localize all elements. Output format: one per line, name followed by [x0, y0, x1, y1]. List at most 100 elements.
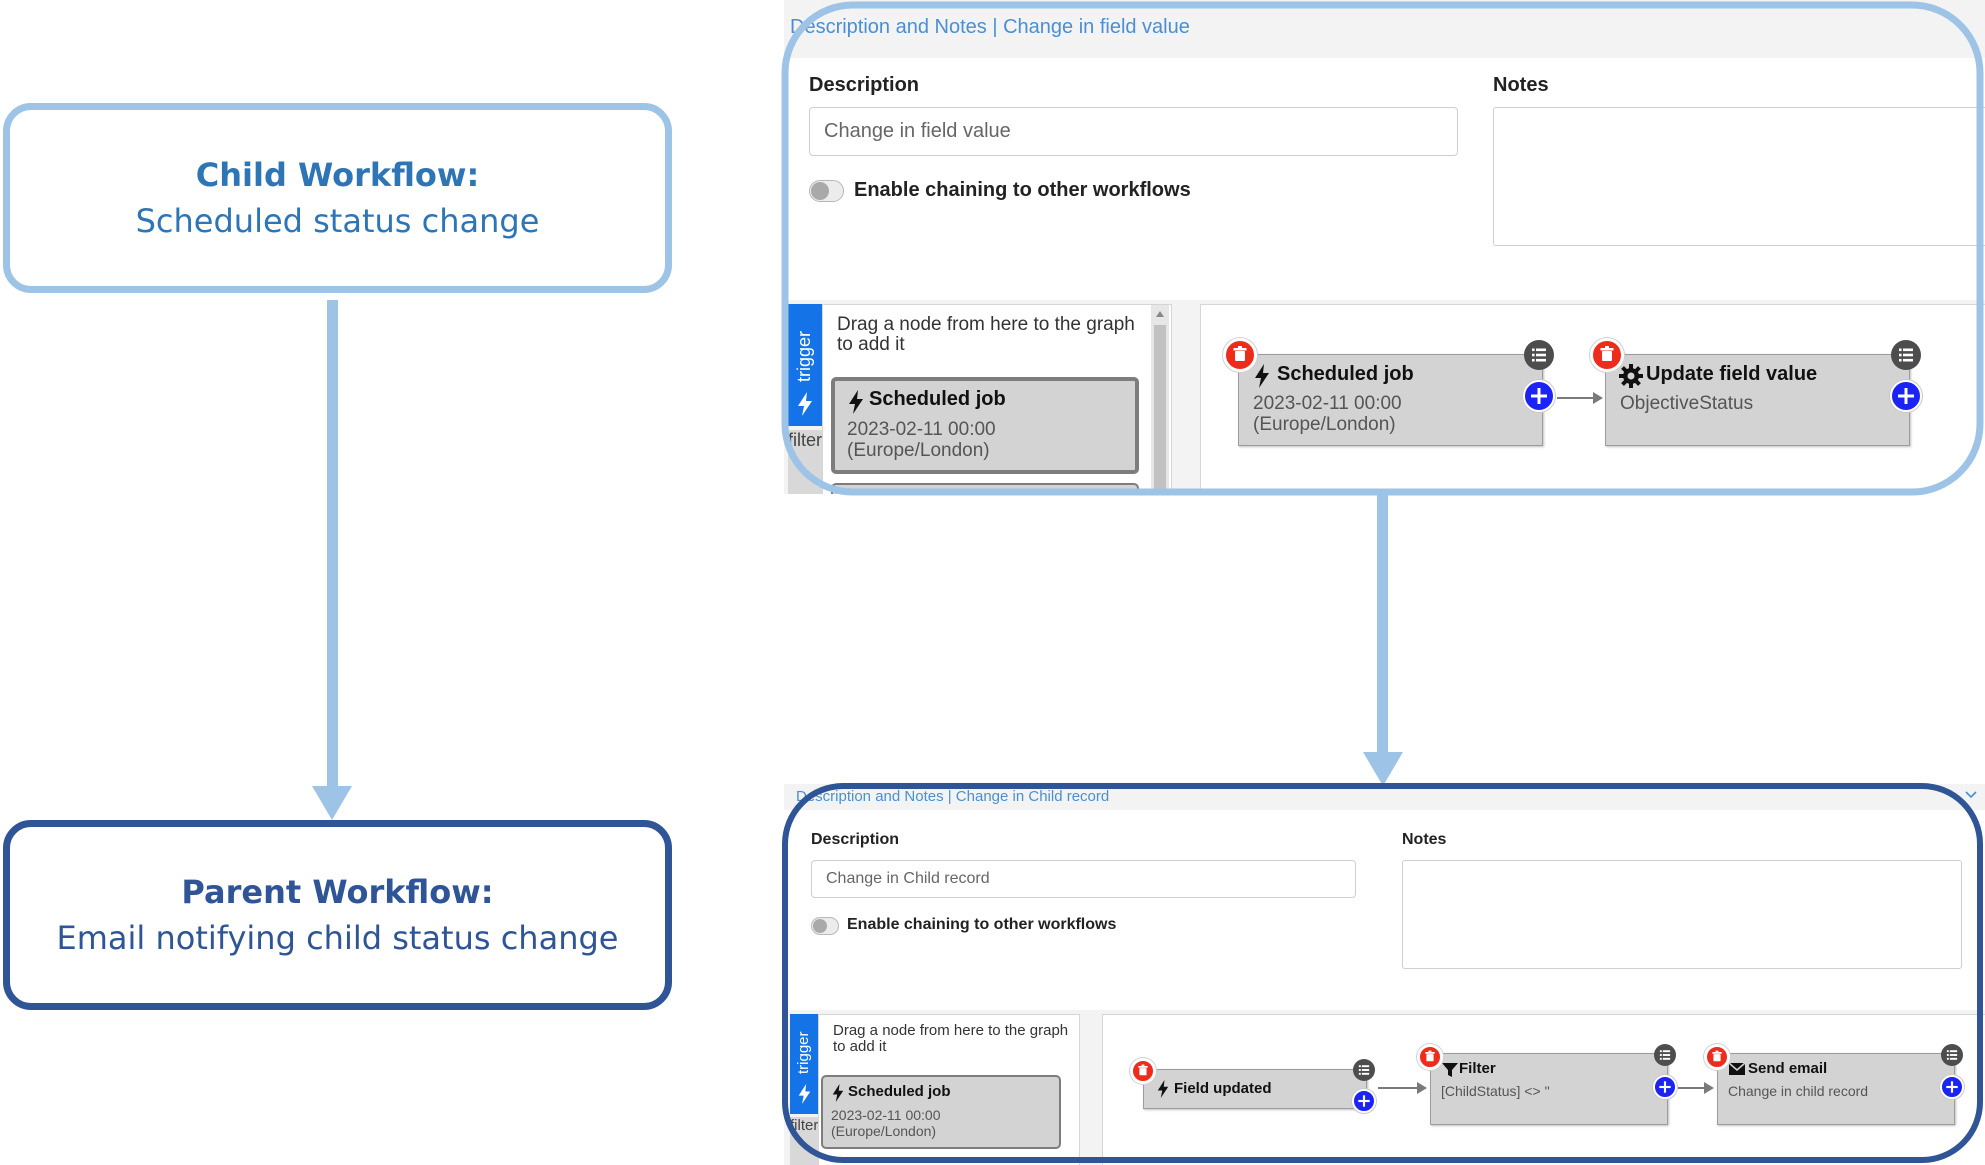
graph-node-title: Update field value [1646, 363, 1818, 385]
node-menu-button[interactable] [1524, 340, 1554, 370]
delete-node-button[interactable] [1590, 338, 1624, 372]
chevron-down-icon[interactable] [1965, 790, 1977, 800]
form-area: Description Enable chaining to other wor… [784, 810, 1985, 1010]
graph-node-scheduled-job[interactable]: Scheduled job 2023-02-11 00:00 (Europe/L… [1238, 354, 1543, 446]
plus-icon [1531, 388, 1547, 404]
add-node-button[interactable] [1352, 1089, 1376, 1113]
palette-hint: Drag a node from here to the graph to ad… [837, 314, 1135, 355]
list-icon [1532, 348, 1546, 362]
graph-node-line1: ObjectiveStatus [1620, 393, 1754, 414]
parent-workflow-screenshot: Description and Notes | Change in Child … [784, 784, 1985, 1165]
trash-icon [1233, 346, 1247, 361]
description-notes-header[interactable]: Description and Notes | Change in Child … [796, 788, 1110, 805]
plus-icon [1358, 1095, 1370, 1107]
chaining-label: Enable chaining to other workflows [854, 179, 1191, 201]
node-menu-button[interactable] [1654, 1044, 1676, 1066]
parent-workflow-subtitle: Email notifying child status change [56, 919, 619, 957]
child-workflow-screenshot: Description and Notes | Change in field … [784, 0, 1985, 494]
parent-workflow-title: Parent Workflow: [181, 873, 494, 911]
scroll-thumb[interactable] [1154, 325, 1166, 494]
bolt-icon [1253, 364, 1271, 388]
edge-arrowhead [1593, 392, 1603, 404]
node-palette: Drag a node from here to the graph to ad… [818, 1014, 1080, 1165]
description-input[interactable] [811, 860, 1356, 898]
list-icon [1946, 1050, 1958, 1060]
scroll-up-arrow[interactable] [1156, 311, 1164, 317]
delete-node-button[interactable] [1704, 1044, 1730, 1070]
plus-icon [1659, 1081, 1671, 1093]
delete-node-button[interactable] [1223, 338, 1257, 372]
palette-node-scheduled-job[interactable]: Scheduled job 2023-02-11 00:00 (Europe/L… [831, 377, 1139, 474]
left-connector-arrowhead [312, 786, 352, 820]
graph-node-line1: Change in child record [1728, 1083, 1869, 1099]
form-area: Description Enable chaining to other wor… [784, 58, 1985, 300]
graph-node-send-email[interactable]: Send email Change in child record [1717, 1053, 1955, 1125]
description-label: Description [809, 74, 920, 96]
delete-node-button[interactable] [1130, 1058, 1156, 1084]
tab-trigger-label: trigger [794, 330, 814, 382]
graph-node-line1: [ChildStatus] <> '' [1441, 1083, 1550, 1099]
bolt-icon [796, 392, 814, 416]
graph-node-title: Scheduled job [1277, 363, 1414, 385]
graph-node-title: Field updated [1174, 1080, 1272, 1097]
graph-node-update-field-value[interactable]: Update field value ObjectiveStatus [1605, 354, 1910, 446]
palette-node-title: Scheduled job [869, 388, 1006, 410]
graph-node-line2: (Europe/London) [1253, 414, 1396, 435]
tab-trigger[interactable]: trigger [788, 304, 822, 426]
list-icon [1358, 1065, 1370, 1075]
palette-scrollbar[interactable] [1151, 305, 1169, 494]
tab-trigger[interactable]: trigger [790, 1014, 818, 1114]
gear-icon [1618, 363, 1644, 389]
chaining-label: Enable chaining to other workflows [847, 916, 1117, 933]
trash-icon [1600, 346, 1614, 361]
toggle-knob [811, 182, 829, 200]
panel-connector-line [1377, 494, 1388, 756]
node-menu-button[interactable] [1891, 340, 1921, 370]
graph-node-field-updated[interactable]: Field updated [1143, 1069, 1367, 1109]
description-input[interactable] [809, 107, 1458, 156]
graph-node-line1: 2023-02-11 00:00 [1253, 393, 1402, 414]
palette-node-title: Scheduled job [848, 1083, 951, 1100]
description-notes-header[interactable]: Description and Notes | Change in field … [790, 16, 1190, 38]
edge-arrowhead [1417, 1082, 1427, 1094]
bolt-icon [797, 1084, 812, 1104]
palette-node-line2: (Europe/London) [831, 1123, 937, 1139]
bolt-icon [831, 1084, 845, 1102]
add-node-button[interactable] [1653, 1075, 1677, 1099]
add-node-button[interactable] [1890, 380, 1922, 412]
workflow-graph: Field updated Filter [ChildStatus] <> '' [1102, 1014, 1985, 1165]
chaining-toggle[interactable] [811, 917, 839, 935]
node-menu-button[interactable] [1353, 1059, 1375, 1081]
palette-node-line1: 2023-02-11 00:00 [831, 1107, 941, 1123]
palette-node-line2: (Europe/London) [847, 440, 990, 461]
bolt-icon [1156, 1080, 1170, 1098]
list-icon [1659, 1050, 1671, 1060]
add-node-button[interactable] [1523, 380, 1555, 412]
delete-node-button[interactable] [1417, 1044, 1443, 1070]
palette-node-next[interactable] [831, 483, 1139, 494]
node-palette: Drag a node from here to the graph to ad… [822, 304, 1172, 494]
edge-arrowhead [1704, 1082, 1714, 1094]
notes-textarea[interactable] [1402, 860, 1962, 969]
toggle-knob [813, 919, 827, 933]
tab-filter-label: filter [788, 430, 823, 450]
tab-filter[interactable]: filter [790, 1117, 818, 1165]
palette-hint: Drag a node from here to the graph to ad… [833, 1022, 1069, 1055]
envelope-icon [1728, 1062, 1746, 1076]
tab-filter[interactable]: filter [788, 430, 822, 494]
bolt-icon [847, 390, 865, 414]
tab-trigger-label: trigger [795, 1031, 812, 1074]
tab-filter-label: filter [790, 1117, 819, 1134]
child-workflow-subtitle: Scheduled status change [135, 202, 540, 240]
plus-icon [1898, 388, 1914, 404]
add-node-button[interactable] [1940, 1075, 1964, 1099]
palette-node-scheduled-job[interactable]: Scheduled job 2023-02-11 00:00 (Europe/L… [821, 1075, 1061, 1149]
edge-connector [1378, 1087, 1418, 1089]
node-menu-button[interactable] [1941, 1044, 1963, 1066]
chaining-toggle[interactable] [809, 180, 844, 202]
edge-connector [1678, 1087, 1705, 1089]
filter-icon [1441, 1061, 1459, 1079]
graph-node-filter[interactable]: Filter [ChildStatus] <> '' [1430, 1053, 1668, 1125]
child-workflow-title: Child Workflow: [195, 156, 480, 194]
notes-textarea[interactable] [1493, 107, 1985, 246]
